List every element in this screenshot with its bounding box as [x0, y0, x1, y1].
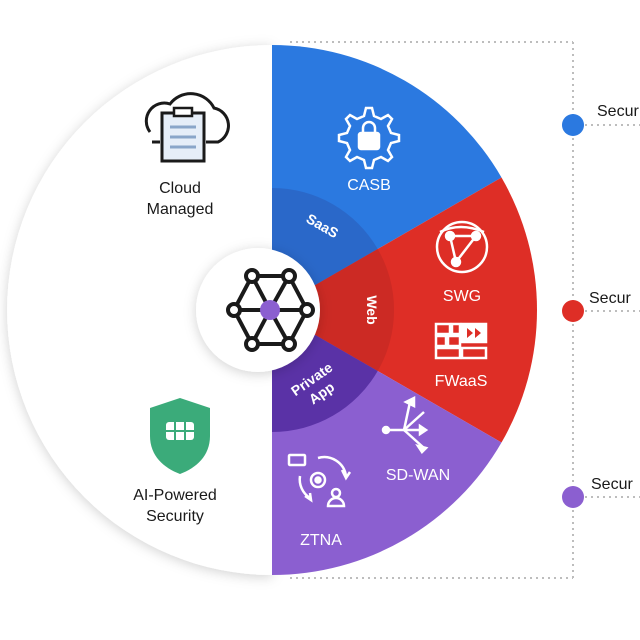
casb-label: CASB [347, 177, 391, 194]
swg-label: SWG [443, 288, 481, 305]
right-marker-purple [562, 486, 584, 508]
web-label: Web [364, 295, 380, 324]
shield-icon [150, 398, 210, 474]
ztna-cycle-icon [287, 453, 352, 508]
right-label-1: Secur [597, 103, 639, 120]
cloud-clipboard-icon [144, 92, 230, 163]
gear-lock-icon [337, 106, 401, 170]
right-label-2: Secur [589, 290, 631, 307]
cloud-managed-line1: Cloud [159, 180, 201, 197]
firewall-icon [434, 322, 488, 360]
sdwan-label: SD-WAN [386, 467, 450, 484]
web-segment [272, 249, 395, 371]
hub-network-icon [226, 268, 315, 352]
right-marker-blue [562, 114, 584, 136]
right-label-3: Secur [591, 476, 633, 493]
globe-network-icon [435, 220, 489, 274]
cloud-managed-line2: Managed [147, 201, 214, 218]
fwaas-label: FWaaS [435, 373, 488, 390]
ztna-label: ZTNA [300, 532, 342, 549]
right-marker-red [562, 300, 584, 322]
ai-security-line1: AI-Powered [133, 487, 217, 504]
connector-lines [290, 41, 640, 579]
branch-arrows-icon [381, 395, 429, 454]
ai-security-line2: Security [146, 508, 204, 525]
